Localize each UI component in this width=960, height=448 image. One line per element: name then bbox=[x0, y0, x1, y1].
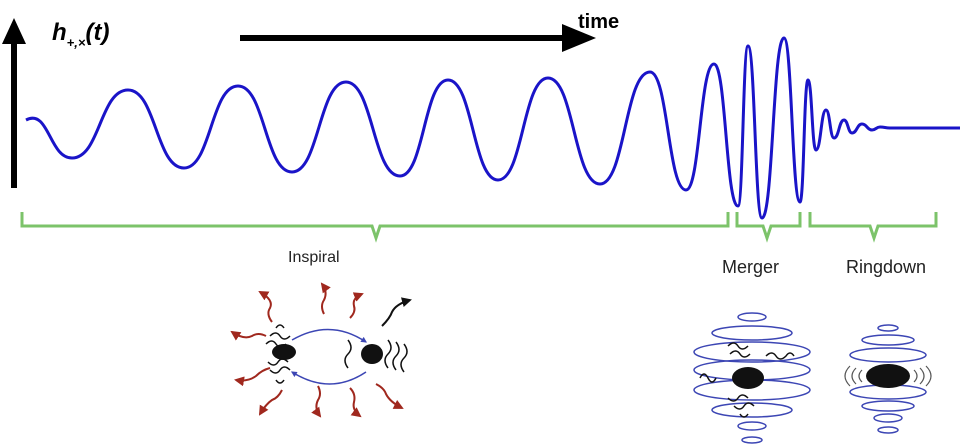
y-axis-label-arg: (t) bbox=[85, 19, 109, 46]
y-axis-label-sub: +,× bbox=[67, 35, 86, 50]
waveform-curve bbox=[25, 36, 960, 220]
y-axis-label-main: h bbox=[52, 19, 67, 46]
bracket-merger bbox=[735, 212, 802, 243]
binary-orbit-icon bbox=[230, 282, 412, 418]
bracket-ringdown bbox=[808, 212, 938, 243]
phase-label-merger: Merger bbox=[722, 257, 779, 277]
ringing-body-icon bbox=[844, 324, 932, 434]
phase-label-ringdown: Ringdown bbox=[846, 257, 926, 277]
time-arrow bbox=[240, 24, 596, 52]
time-label: time bbox=[578, 11, 619, 33]
y-axis bbox=[2, 18, 26, 188]
phase-label-inspiral: Inspiral bbox=[288, 249, 340, 266]
bracket-inspiral bbox=[20, 212, 730, 243]
merging-bodies-icon bbox=[693, 312, 811, 444]
y-axis-label: h+,×(t) bbox=[52, 19, 109, 50]
